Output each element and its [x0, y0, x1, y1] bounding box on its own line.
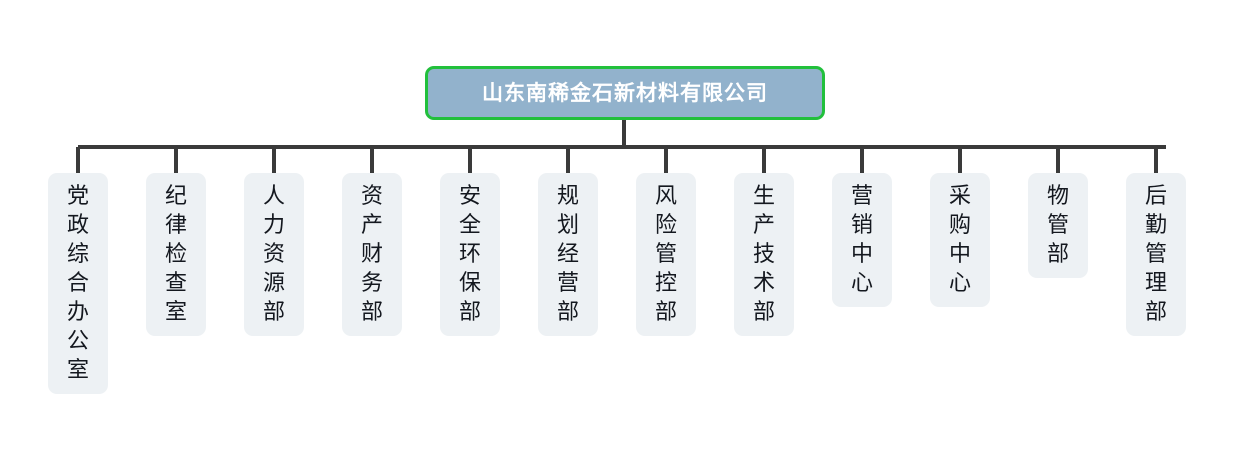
drop-connector: [860, 147, 864, 175]
department-label-glyph: 购: [948, 212, 971, 237]
department-label-glyph: 部: [752, 299, 775, 324]
department-label-glyph: 资: [360, 183, 383, 208]
department-node-label: 人力资源部: [263, 181, 285, 326]
department-node[interactable]: 安全环保部: [440, 173, 500, 336]
department-node[interactable]: 物管部: [1028, 173, 1088, 278]
department-label-glyph: 安: [458, 183, 481, 208]
department-label-glyph: 资: [262, 241, 285, 266]
department-label-glyph: 术: [752, 270, 775, 295]
department-node-label: 规划经营部: [557, 181, 579, 326]
department-label-glyph: 理: [1144, 270, 1167, 295]
horizontal-bus-connector: [78, 145, 1166, 149]
department-node-label: 采购中心: [949, 181, 971, 297]
department-label-glyph: 合: [66, 270, 89, 295]
department-label-glyph: 部: [458, 299, 481, 324]
department-label-glyph: 营: [850, 183, 873, 208]
department-label-glyph: 中: [850, 241, 873, 266]
department-label-glyph: 综: [66, 241, 89, 266]
department-node-label: 营销中心: [851, 181, 873, 297]
department-label-glyph: 后: [1144, 183, 1167, 208]
department-label-glyph: 党: [66, 183, 89, 208]
department-label-glyph: 规: [556, 183, 579, 208]
department-label-glyph: 技: [752, 241, 775, 266]
department-node[interactable]: 生产技术部: [734, 173, 794, 336]
department-node[interactable]: 后勤管理部: [1126, 173, 1186, 336]
department-node[interactable]: 资产财务部: [342, 173, 402, 336]
drop-connector: [762, 147, 766, 175]
department-label-glyph: 部: [1046, 241, 1069, 266]
drop-connector: [958, 147, 962, 175]
drop-connector: [370, 147, 374, 175]
department-label-glyph: 环: [458, 241, 481, 266]
drop-connector: [566, 147, 570, 175]
department-node[interactable]: 人力资源部: [244, 173, 304, 336]
department-label-glyph: 全: [458, 212, 481, 237]
department-label-glyph: 检: [164, 241, 187, 266]
department-node-label: 风险管控部: [655, 181, 677, 326]
department-node[interactable]: 党政综合办公室: [48, 173, 108, 394]
department-node[interactable]: 规划经营部: [538, 173, 598, 336]
department-label-glyph: 生: [752, 183, 775, 208]
department-node-label: 物管部: [1047, 181, 1069, 268]
department-node-label: 安全环保部: [459, 181, 481, 326]
department-node[interactable]: 营销中心: [832, 173, 892, 307]
drop-connector: [664, 147, 668, 175]
department-label-glyph: 物: [1046, 183, 1069, 208]
department-label-glyph: 管: [654, 241, 677, 266]
department-label-glyph: 财: [360, 241, 383, 266]
department-label-glyph: 划: [556, 212, 579, 237]
drop-connector: [76, 147, 80, 175]
department-label-glyph: 销: [850, 212, 873, 237]
department-label-glyph: 心: [850, 270, 873, 295]
department-label-glyph: 力: [262, 212, 285, 237]
department-node-label: 后勤管理部: [1145, 181, 1167, 326]
department-label-glyph: 源: [262, 270, 285, 295]
department-label-glyph: 纪: [164, 183, 187, 208]
department-label-glyph: 采: [948, 183, 971, 208]
department-node-label: 生产技术部: [753, 181, 775, 326]
department-node-label: 资产财务部: [361, 181, 383, 326]
department-label-glyph: 险: [654, 212, 677, 237]
department-label-glyph: 办: [66, 299, 89, 324]
drop-connector: [272, 147, 276, 175]
department-label-glyph: 经: [556, 241, 579, 266]
department-label-glyph: 营: [556, 270, 579, 295]
department-label-glyph: 管: [1144, 241, 1167, 266]
drop-connector: [468, 147, 472, 175]
department-node[interactable]: 风险管控部: [636, 173, 696, 336]
department-label-glyph: 律: [164, 212, 187, 237]
root-node[interactable]: 山东南稀金石新材料有限公司: [425, 66, 825, 120]
department-node-label: 党政综合办公室: [67, 181, 89, 384]
department-label-glyph: 务: [360, 270, 383, 295]
department-label-glyph: 勤: [1144, 212, 1167, 237]
department-label-glyph: 产: [752, 212, 775, 237]
department-label-glyph: 部: [556, 299, 579, 324]
department-label-glyph: 心: [948, 270, 971, 295]
drop-connector: [174, 147, 178, 175]
department-label-glyph: 部: [654, 299, 677, 324]
root-node-label: 山东南稀金石新材料有限公司: [482, 81, 768, 105]
department-label-glyph: 查: [164, 270, 187, 295]
department-node[interactable]: 采购中心: [930, 173, 990, 307]
department-label-glyph: 室: [66, 357, 89, 382]
department-label-glyph: 室: [164, 299, 187, 324]
department-label-glyph: 中: [948, 241, 971, 266]
department-label-glyph: 人: [262, 183, 285, 208]
drop-connector: [1154, 147, 1158, 175]
department-label-glyph: 风: [654, 183, 677, 208]
department-label-glyph: 控: [654, 270, 677, 295]
department-label-glyph: 部: [360, 299, 383, 324]
department-label-glyph: 公: [66, 328, 89, 353]
drop-connector: [1056, 147, 1060, 175]
department-label-glyph: 管: [1046, 212, 1069, 237]
root-stem-connector: [622, 120, 626, 148]
department-label-glyph: 产: [360, 212, 383, 237]
department-node-label: 纪律检查室: [165, 181, 187, 326]
department-label-glyph: 部: [1144, 299, 1167, 324]
department-label-glyph: 部: [262, 299, 285, 324]
department-label-glyph: 政: [66, 212, 89, 237]
department-node[interactable]: 纪律检查室: [146, 173, 206, 336]
department-label-glyph: 保: [458, 270, 481, 295]
